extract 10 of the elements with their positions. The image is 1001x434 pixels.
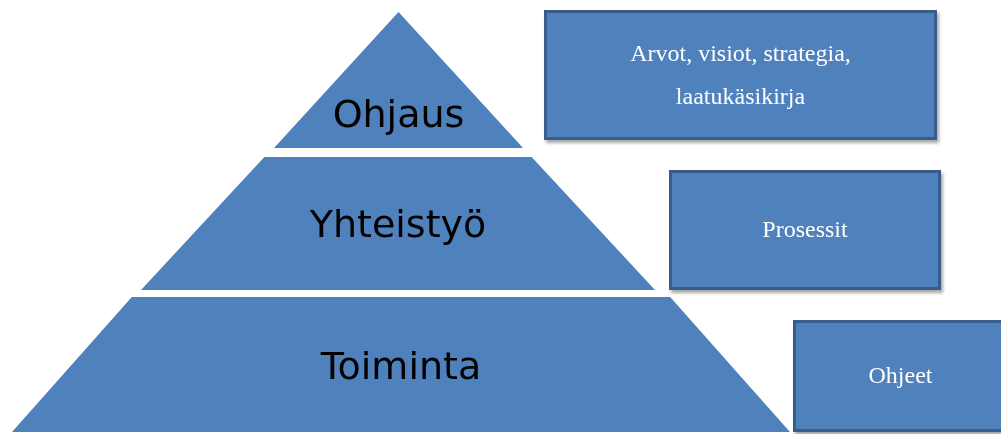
node-label: Yhteistyö [309, 202, 487, 246]
pyramid-layer [12, 297, 790, 432]
node-label: Ohjaus [332, 92, 465, 136]
text-box [544, 10, 937, 140]
node-label: Ohjeet [868, 361, 933, 391]
text-box [793, 320, 1001, 432]
node-label: Prosessit [762, 215, 848, 245]
node-label: Arvot, visiot, strategia, laatukäsikirja [629, 38, 852, 111]
text-box [669, 170, 941, 290]
node-label: Toiminta [320, 344, 482, 388]
